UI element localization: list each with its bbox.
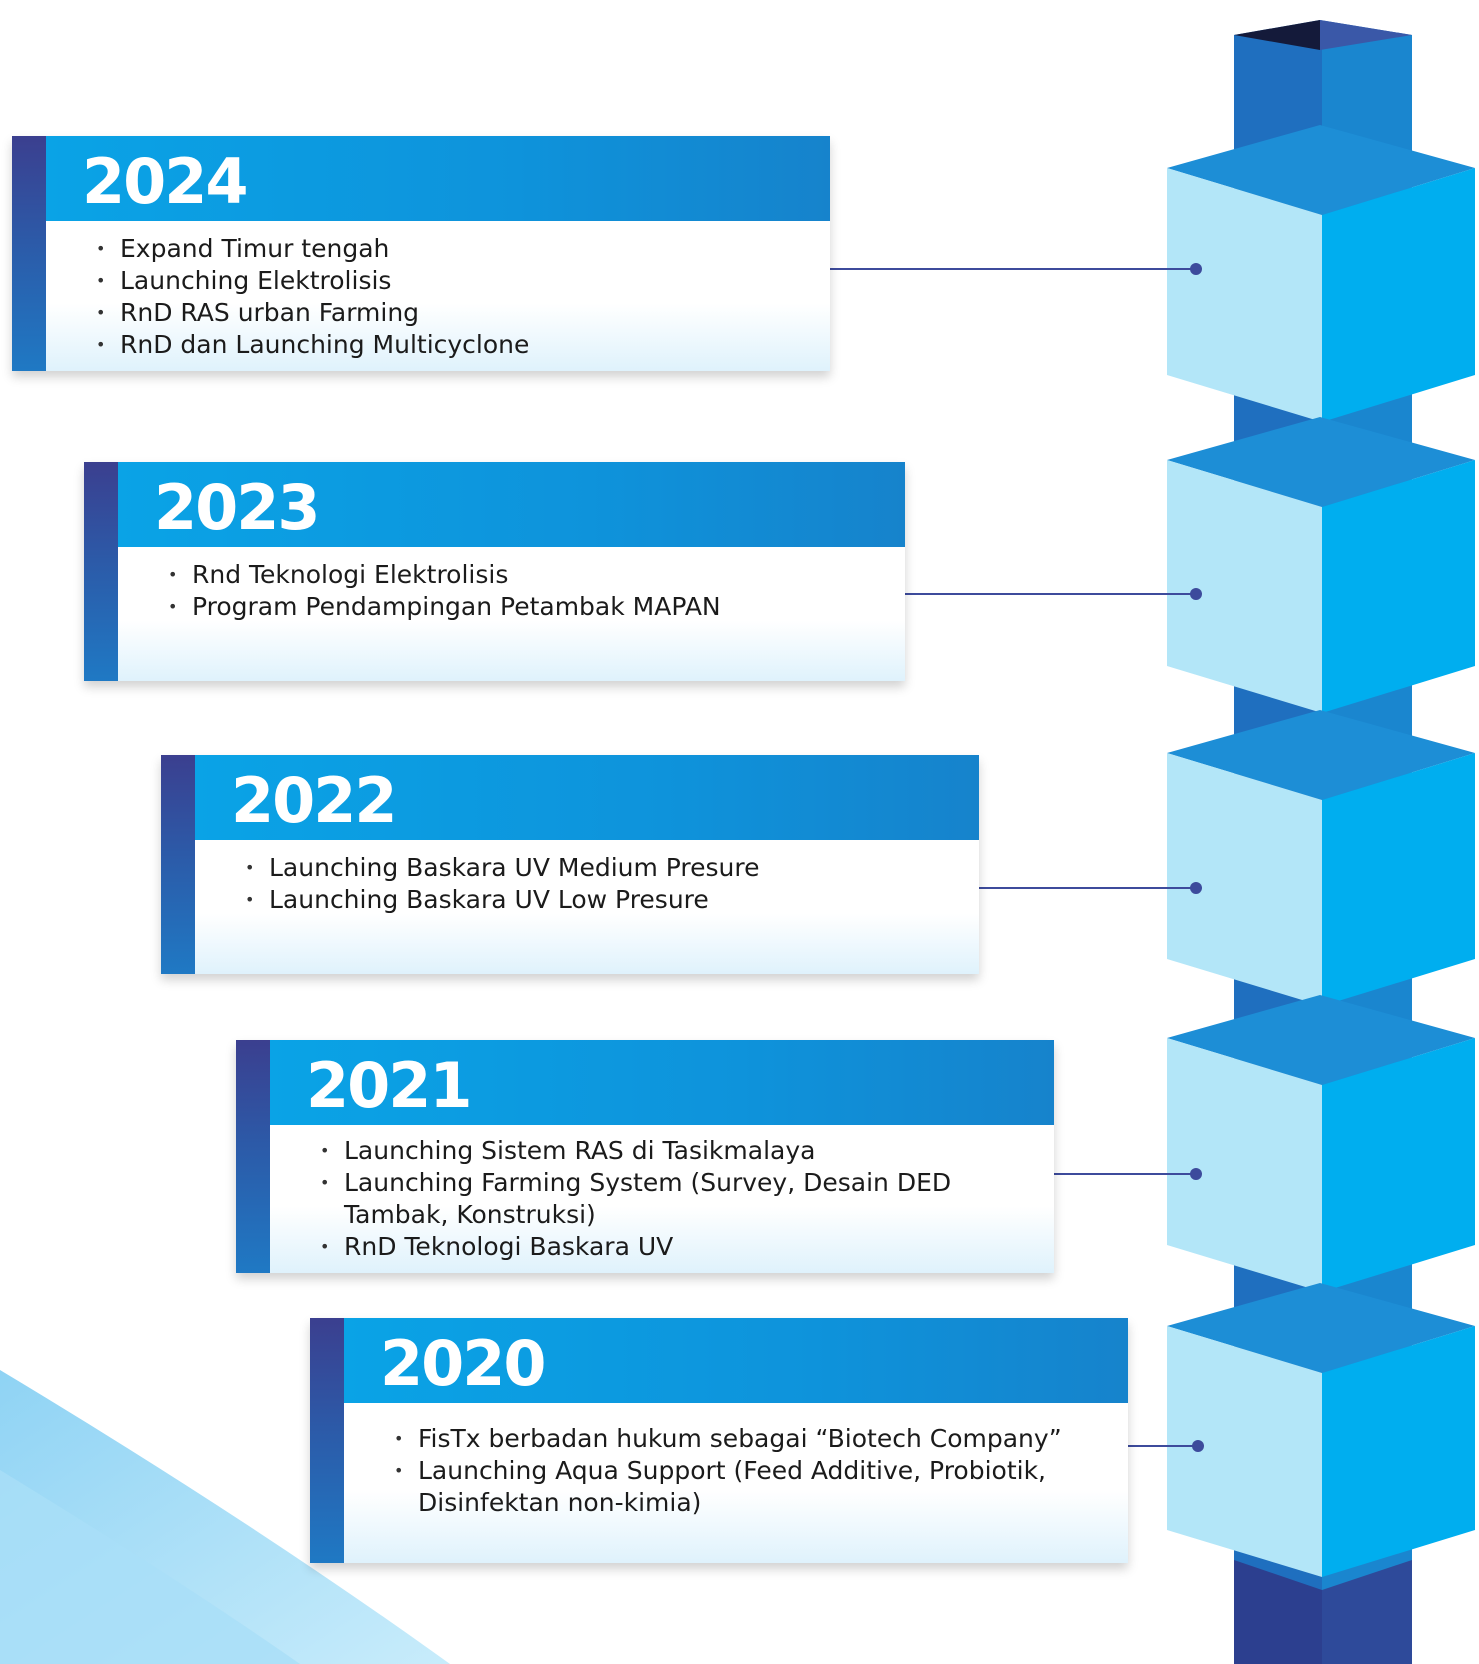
milestone-list: Expand Timur tengah Launching Elektrolis… — [96, 233, 810, 361]
card-accent-bar — [84, 462, 118, 681]
milestone-list: Rnd Teknologi Elektrolisis Program Penda… — [168, 559, 885, 623]
milestone-list: FisTx berbadan hukum sebagai “Biotech Co… — [394, 1423, 1108, 1519]
connector-2023 — [905, 588, 1202, 600]
list-item: Launching Elektrolisis — [96, 265, 810, 297]
card-body: Launching Baskara UV Medium Presure Laun… — [195, 840, 979, 974]
column-block-1 — [1167, 125, 1475, 422]
year-label: 2021 — [306, 1049, 473, 1122]
decorative-swoosh-inner — [0, 1470, 300, 1664]
card-header: 2021 — [270, 1040, 1054, 1125]
card-accent-bar — [12, 136, 46, 371]
list-item: RnD RAS urban Farming — [96, 297, 810, 329]
card-header: 2020 — [344, 1318, 1128, 1403]
card-accent-bar — [310, 1318, 344, 1563]
list-item: RnD dan Launching Multicyclone — [96, 329, 810, 361]
list-item: Expand Timur tengah — [96, 233, 810, 265]
milestone-list: Launching Baskara UV Medium Presure Laun… — [245, 852, 959, 916]
card-body: Expand Timur tengah Launching Elektrolis… — [46, 221, 830, 371]
column-block-2 — [1167, 417, 1475, 713]
milestone-list: Launching Sistem RAS di Tasikmalaya Laun… — [320, 1135, 1034, 1263]
timeline-card-2022: 2022 Launching Baskara UV Medium Presure… — [161, 755, 979, 974]
card-accent-bar — [236, 1040, 270, 1273]
connector-2020 — [1128, 1440, 1204, 1452]
timeline-card-2021: 2021 Launching Sistem RAS di Tasikmalaya… — [236, 1040, 1054, 1273]
connector-2024 — [830, 263, 1202, 275]
connector-2021 — [1054, 1168, 1202, 1180]
year-label: 2024 — [82, 145, 249, 218]
column-block-3 — [1167, 710, 1475, 1006]
list-item: Launching Aqua Support (Feed Additive, P… — [394, 1455, 1108, 1519]
list-item: Program Pendampingan Petambak MAPAN — [168, 591, 885, 623]
card-accent-bar — [161, 755, 195, 974]
card-header: 2024 — [46, 136, 830, 221]
list-item: Launching Baskara UV Low Presure — [245, 884, 959, 916]
card-body: Launching Sistem RAS di Tasikmalaya Laun… — [270, 1125, 1054, 1273]
card-body: Rnd Teknologi Elektrolisis Program Penda… — [118, 547, 905, 681]
column-block-4 — [1167, 995, 1475, 1292]
column-block-5 — [1167, 1283, 1475, 1577]
year-label: 2020 — [380, 1327, 547, 1400]
connector-2022 — [979, 882, 1202, 894]
list-item: Launching Farming System (Survey, Desain… — [320, 1167, 1034, 1231]
list-item: RnD Teknologi Baskara UV — [320, 1231, 1034, 1263]
card-header: 2023 — [118, 462, 905, 547]
list-item: FisTx berbadan hukum sebagai “Biotech Co… — [394, 1423, 1108, 1455]
card-header: 2022 — [195, 755, 979, 840]
year-label: 2023 — [154, 471, 321, 544]
timeline-card-2020: 2020 FisTx berbadan hukum sebagai “Biote… — [310, 1318, 1128, 1563]
list-item: Launching Baskara UV Medium Presure — [245, 852, 959, 884]
list-item: Rnd Teknologi Elektrolisis — [168, 559, 885, 591]
card-body: FisTx berbadan hukum sebagai “Biotech Co… — [344, 1403, 1128, 1563]
list-item: Launching Sistem RAS di Tasikmalaya — [320, 1135, 1034, 1167]
year-label: 2022 — [231, 764, 398, 837]
timeline-card-2023: 2023 Rnd Teknologi Elektrolisis Program … — [84, 462, 905, 681]
timeline-card-2024: 2024 Expand Timur tengah Launching Elekt… — [12, 136, 830, 371]
